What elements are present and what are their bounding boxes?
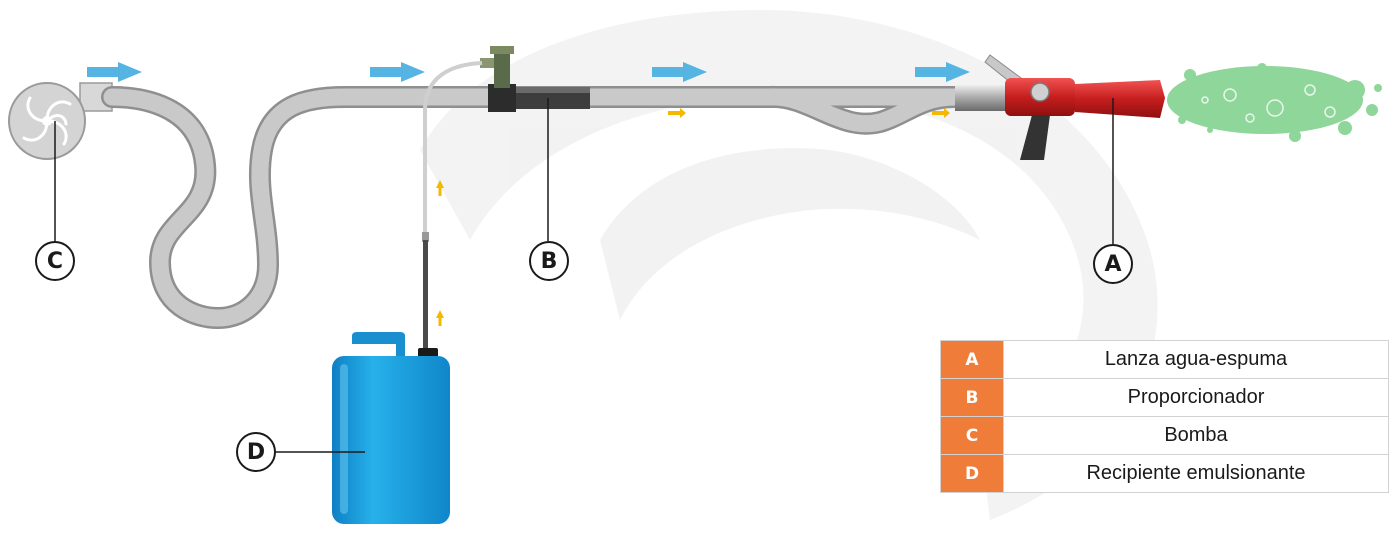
marker-a: A [1093, 244, 1133, 284]
suction-tube [422, 61, 483, 358]
legend-label: Recipiente emulsionante [1003, 454, 1389, 493]
legend-key: A [940, 340, 1004, 379]
legend-label: Bomba [1003, 416, 1389, 455]
legend-table: A Lanza agua-espuma B Proporcionador C B… [940, 340, 1389, 493]
legend-key: D [940, 454, 1004, 493]
watermark [420, 10, 1158, 520]
foam-proportioner-icon [480, 46, 590, 112]
foam-spray [1167, 63, 1382, 142]
leader-lines [54, 98, 1114, 453]
legend-key: C [940, 416, 1004, 455]
legend-row: C Bomba [940, 416, 1389, 455]
legend-row: B Proporcionador [940, 378, 1389, 417]
marker-d: D [236, 432, 276, 472]
suction-arrows [436, 108, 950, 326]
legend-label: Proporcionador [1003, 378, 1389, 417]
pump-icon [8, 82, 113, 160]
marker-b: B [529, 241, 569, 281]
legend-row: D Recipiente emulsionante [940, 454, 1389, 493]
marker-c: C [35, 241, 75, 281]
foam-nozzle-icon [955, 54, 1165, 160]
legend-row: A Lanza agua-espuma [940, 340, 1389, 379]
emulsifier-container-icon [332, 332, 450, 524]
legend-key: B [940, 378, 1004, 417]
flow-arrow-icon [87, 62, 970, 82]
hose [101, 85, 956, 330]
legend-label: Lanza agua-espuma [1003, 340, 1389, 379]
